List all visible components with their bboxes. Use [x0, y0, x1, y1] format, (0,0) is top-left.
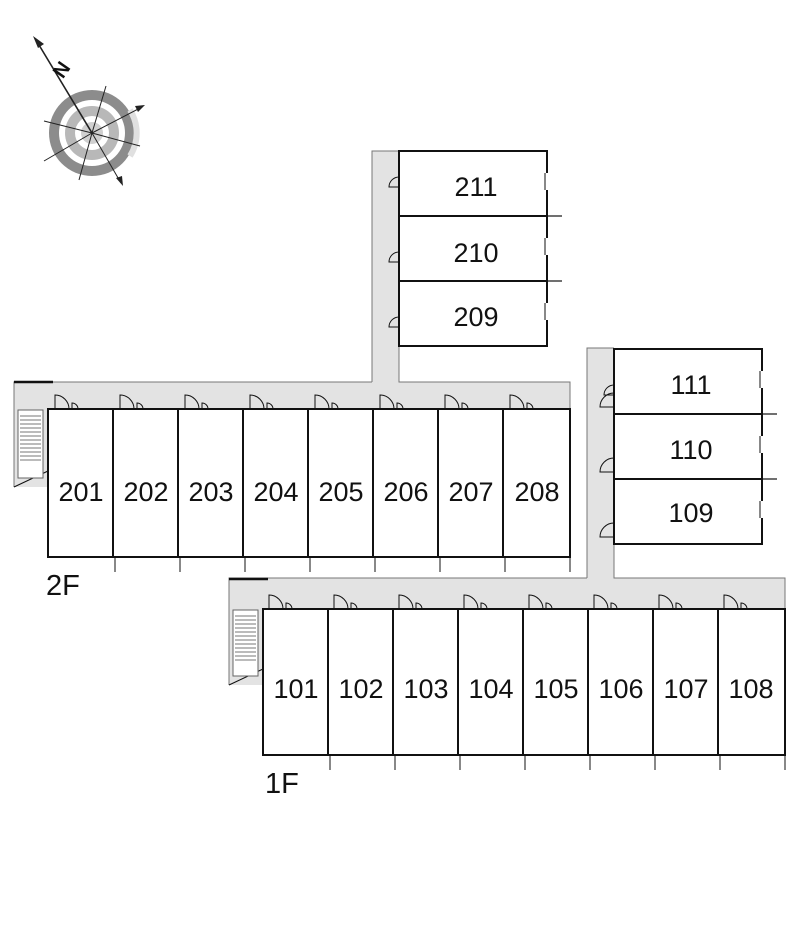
unit-label: 201	[58, 477, 103, 507]
unit-label: 101	[273, 674, 318, 704]
stairs-2f	[17, 409, 44, 479]
unit-label: 207	[448, 477, 493, 507]
unit-label: 109	[668, 498, 713, 528]
unit-box	[599, 478, 764, 545]
unit-box	[388, 280, 549, 347]
unit-label: 103	[403, 674, 448, 704]
unit-label: 211	[454, 172, 497, 202]
unit-label: 204	[253, 477, 298, 507]
floor-label-1f: 1F	[265, 768, 299, 800]
balcony-ticks-2f	[48, 556, 571, 572]
unit-box	[388, 150, 562, 217]
unit-label: 205	[318, 477, 363, 507]
unit-label: 202	[123, 477, 168, 507]
doors-2f	[54, 394, 534, 410]
unit-label: 203	[188, 477, 233, 507]
floor-label-2f: 2F	[46, 570, 80, 602]
unit-label: 210	[453, 238, 498, 268]
unit-label: 206	[383, 477, 428, 507]
unit-label: 110	[669, 435, 712, 465]
stairs-1f	[232, 609, 259, 677]
unit-row-2f	[47, 408, 571, 558]
unit-label: 209	[453, 302, 498, 332]
doors-1f	[268, 594, 748, 610]
unit-label: 102	[338, 674, 383, 704]
unit-box	[599, 348, 777, 415]
compass-rose-icon	[33, 36, 145, 186]
unit-label: 108	[728, 674, 773, 704]
unit-label: 111	[670, 370, 711, 400]
north-label: N	[49, 58, 75, 82]
unit-row-1f	[262, 608, 786, 756]
unit-label: 107	[663, 674, 708, 704]
unit-label: 106	[598, 674, 643, 704]
unit-box	[388, 215, 562, 282]
unit-label: 208	[514, 477, 559, 507]
unit-label: 104	[468, 674, 513, 704]
unit-label: 105	[533, 674, 578, 704]
balcony-ticks-1f	[263, 754, 786, 770]
